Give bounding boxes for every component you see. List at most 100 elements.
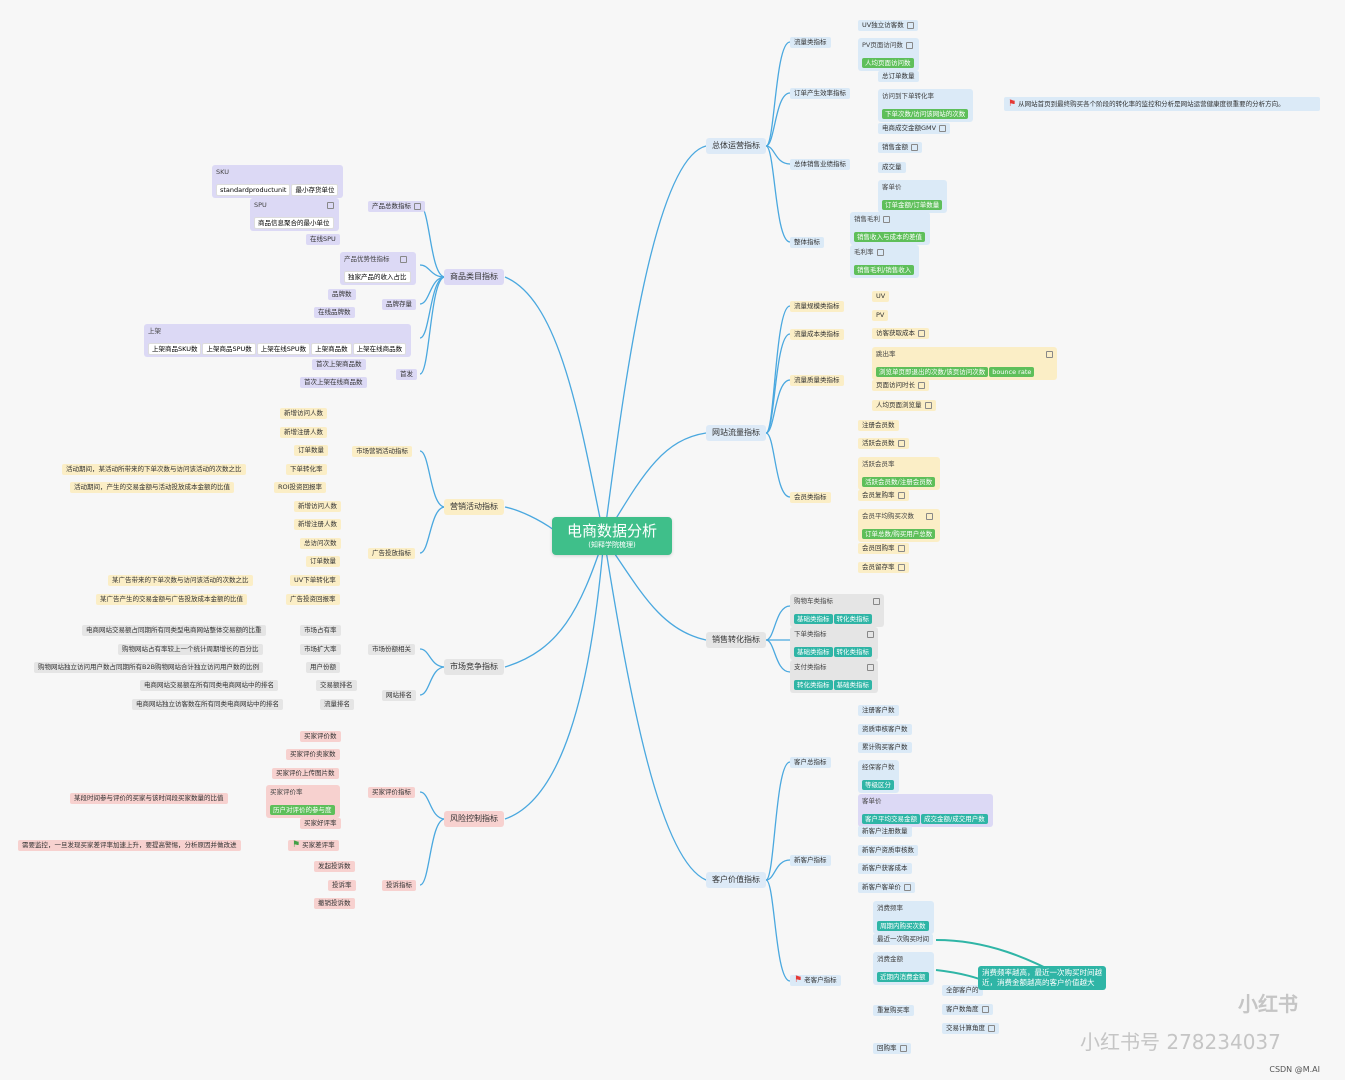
buyer-review-count[interactable]: 买家评价数 <box>300 731 341 742</box>
new-customer-registrations[interactable]: 新客户注册数量 <box>858 826 912 837</box>
first-launch[interactable]: 首发 <box>396 369 417 380</box>
brand-stock[interactable]: 品牌存量 <box>382 299 416 310</box>
customer-price-box[interactable]: 客单价 客户平均交易金额成交金额/成交用户数 <box>858 794 993 827</box>
avg-buy-box[interactable]: 会员平均购买次数 订单总数/购买用户总数 <box>858 509 941 542</box>
recent-purchase[interactable]: 最近一次购买时间 <box>873 934 933 945</box>
new-customer-cac[interactable]: 新客户获客成本 <box>858 863 912 874</box>
member-return-rate[interactable]: 会员回购率 <box>858 543 909 554</box>
registered-customers[interactable]: 注册客户数 <box>858 705 899 716</box>
deal-volume[interactable]: 成交量 <box>878 162 906 173</box>
traffic-scale-indicators[interactable]: 流量规模类指标 <box>790 301 844 312</box>
member-repurchase[interactable]: 会员复购率 <box>858 490 909 501</box>
ad-roi[interactable]: 广告投资回报率 <box>286 594 340 605</box>
ad-new-registrations[interactable]: 新增注册人数 <box>294 519 341 530</box>
registered-members[interactable]: 注册会员数 <box>858 420 899 431</box>
mkt-roi[interactable]: ROI投资回报率 <box>274 482 327 493</box>
repeat-purchase-rate[interactable]: 重复购买率 <box>873 1005 914 1016</box>
root-node[interactable]: 电商数据分析 (知释学院梳理) <box>552 517 672 555</box>
rfm-callout[interactable]: 消费频率越高，最近一次购买时间越近，消费金额越高的客户价值越大 <box>978 966 1106 990</box>
ad-indicators[interactable]: 广告投放指标 <box>368 548 415 559</box>
conversion-box[interactable]: 访问到下单转化率 下单次数/访问该网站的次数 <box>878 89 974 122</box>
ad-orders[interactable]: 订单数量 <box>306 556 340 567</box>
order-efficiency-indicators[interactable]: 订单产生效率指标 <box>790 88 850 99</box>
frequency-box[interactable]: 消费频率 周期内购买次数 <box>873 901 934 934</box>
market-share-related[interactable]: 市场份额相关 <box>368 644 415 655</box>
active-members[interactable]: 活跃会员数 <box>858 438 909 449</box>
total-orders[interactable]: 总订单数量 <box>878 71 919 82</box>
sales-performance-indicators[interactable]: 总体销售业绩指标 <box>790 159 850 170</box>
product-advantage-box[interactable]: 产品优势性指标 独家产品的收入占比 <box>340 252 416 285</box>
margin-box[interactable]: 销售毛利 销售收入与成本的差值 <box>850 212 930 245</box>
buyer-positive-rate[interactable]: 买家好评率 <box>300 818 341 829</box>
product-total-indicators[interactable]: 产品总数指标 <box>368 201 425 212</box>
ad-new-visitors[interactable]: 新增访问人数 <box>294 501 341 512</box>
complaint-indicators[interactable]: 投诉指标 <box>382 880 416 891</box>
cumulative-buyers[interactable]: 累计购买客户数 <box>858 742 912 753</box>
first-listed-products[interactable]: 首次上架商品数 <box>312 359 366 370</box>
category-product[interactable]: 商品类目指标 <box>444 269 504 285</box>
new-customer-audits[interactable]: 新客户资质审核数 <box>858 845 918 856</box>
category-site-traffic[interactable]: 网站流量指标 <box>706 425 766 441</box>
buyer-review-indicators[interactable]: 买家评价指标 <box>368 787 415 798</box>
complaints-withdrawn[interactable]: 撤销投诉数 <box>314 898 355 909</box>
traffic-cost-indicators[interactable]: 流量成本类指标 <box>790 329 844 340</box>
member-customers-box[interactable]: 经保客户数 等级区分 <box>858 760 899 793</box>
marketing-activity-indicators[interactable]: 市场营销活动指标 <box>352 446 412 457</box>
pay-indicators-box[interactable]: 支付类指标 转化类指标基础类指标 <box>790 660 878 693</box>
category-risk-control[interactable]: 风险控制指标 <box>444 811 504 827</box>
traffic-pv[interactable]: PV <box>872 310 889 321</box>
order-indicators-box[interactable]: 下单类指标 基础类指标转化类指标 <box>790 627 878 660</box>
listing-box[interactable]: 上架 上架商品SKU数上架商品SPU数上架在线SPU数上架商品数上架在线商品数 <box>144 324 412 357</box>
audited-customers[interactable]: 资质审核客户数 <box>858 724 912 735</box>
margin-rate-box[interactable]: 毛利率 销售毛利/销售收入 <box>850 245 920 278</box>
mkt-new-visitors[interactable]: 新增访问人数 <box>280 408 327 419</box>
site-ranking[interactable]: 网站排名 <box>382 690 416 701</box>
old-customer-indicators[interactable]: ⚑ 老客户指标 <box>790 975 841 986</box>
member-retention[interactable]: 会员留存率 <box>858 562 909 573</box>
amount-box[interactable]: 消费金额 近期内消费金额 <box>873 952 934 985</box>
ad-total-visits[interactable]: 总访问次数 <box>300 538 341 549</box>
gmv[interactable]: 电商成交金额GMV <box>878 123 951 134</box>
active-rate-box[interactable]: 活跃会员率 活跃会员数/注册会员数 <box>858 457 941 490</box>
buyer-review-images[interactable]: 买家评价上传图片数 <box>272 768 339 779</box>
complaints-filed[interactable]: 发起投诉数 <box>314 861 355 872</box>
sales-amount[interactable]: 销售金额 <box>878 142 922 153</box>
brand-count[interactable]: 品牌数 <box>328 289 356 300</box>
conversion-note[interactable]: ⚑ 从网站首页到最终购买各个阶段的转化率的监控和分析是网站运营健康度很重要的分析… <box>1004 97 1320 111</box>
mkt-new-registrations[interactable]: 新增注册人数 <box>280 427 327 438</box>
complaint-rate[interactable]: 投诉率 <box>328 880 356 891</box>
buyer-negative-rate[interactable]: ⚑ 买家差评率 <box>288 840 339 851</box>
ad-uv-conversion[interactable]: UV下单转化率 <box>290 575 340 586</box>
transaction-angle[interactable]: 交易计算角度 <box>942 1023 999 1034</box>
return-purchase-rate[interactable]: 回购率 <box>873 1043 911 1054</box>
category-market-competition[interactable]: 市场竞争指标 <box>444 659 504 675</box>
mkt-orders[interactable]: 订单数量 <box>294 445 328 456</box>
overall-indicators[interactable]: 整体指标 <box>790 237 824 248</box>
mkt-order-conversion[interactable]: 下单转化率 <box>286 464 327 475</box>
category-overall-ops[interactable]: 总体运营指标 <box>706 138 766 154</box>
traffic-ranking[interactable]: 流量排名 <box>320 699 354 710</box>
online-brand-count[interactable]: 在线品牌数 <box>314 307 355 318</box>
traffic-quality-indicators[interactable]: 流量质量类指标 <box>790 375 844 386</box>
traffic-uv[interactable]: UV <box>872 291 890 302</box>
page-time[interactable]: 页面访问时长 <box>872 380 929 391</box>
spu-box[interactable]: SPU 商品信息聚合的最小单位 <box>250 198 339 231</box>
member-indicators[interactable]: 会员类指标 <box>790 492 831 503</box>
visitor-acquisition-cost[interactable]: 访客获取成本 <box>872 328 929 339</box>
new-customer-aov[interactable]: 新客户客单价 <box>858 882 915 893</box>
customer-total-indicators[interactable]: 客户总指标 <box>790 757 831 768</box>
avg-pageviews[interactable]: 人均页面浏览量 <box>872 400 936 411</box>
category-sales-conversion[interactable]: 销售转化指标 <box>706 632 766 648</box>
customer-angle[interactable]: 客户数角度 <box>942 1004 993 1015</box>
new-customer-indicators[interactable]: 新客户指标 <box>790 855 831 866</box>
online-spu[interactable]: 在线SPU <box>306 234 340 245</box>
cart-indicators-box[interactable]: 购物车类指标 基础类指标转化类指标 <box>790 594 884 627</box>
category-marketing[interactable]: 营销活动指标 <box>444 499 504 515</box>
buyer-review-rate-box[interactable]: 买家评价率 历户对评价的参与度 <box>266 785 340 818</box>
category-customer-value[interactable]: 客户价值指标 <box>706 872 766 888</box>
buyer-review-sellers[interactable]: 买家评价卖家数 <box>286 749 340 760</box>
aov-box[interactable]: 客单价 订单金额/订单数量 <box>878 180 948 213</box>
pv-box[interactable]: PV页面访问数 人均页面访问数 <box>858 38 919 71</box>
